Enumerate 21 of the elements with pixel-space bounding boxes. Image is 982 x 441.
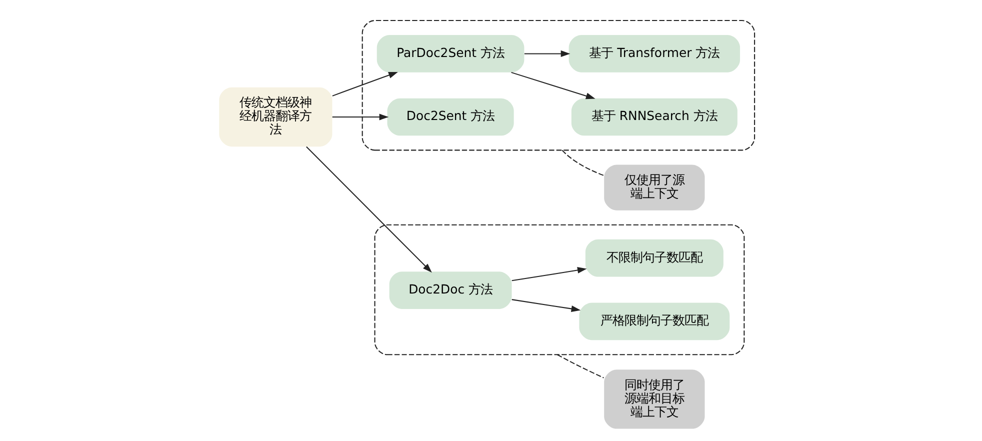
arrow bbox=[306, 146, 432, 273]
node-box: 基于 RNNSearch 方法 bbox=[571, 98, 738, 136]
node-box: ParDoc2Sent 方法 bbox=[376, 35, 524, 72]
arrow bbox=[512, 299, 581, 312]
connector bbox=[562, 150, 604, 176]
connector bbox=[556, 354, 604, 378]
cluster bbox=[374, 224, 745, 356]
arrow bbox=[332, 114, 389, 120]
node-box: 仅使用了源端上下文 bbox=[604, 164, 705, 210]
node-box: Doc2Doc 方法 bbox=[389, 272, 512, 309]
arrow bbox=[332, 72, 398, 96]
arrow bbox=[512, 266, 587, 282]
node-box: 基于 Transformer 方法 bbox=[568, 35, 740, 72]
node-box: Doc2Sent 方法 bbox=[387, 98, 514, 136]
arrow bbox=[511, 72, 596, 100]
node-box: 严格限制句子数匹配 bbox=[579, 302, 730, 340]
arrow bbox=[524, 50, 570, 57]
node-box: 同时使用了源端和目标端上下文 bbox=[604, 370, 705, 429]
cluster bbox=[362, 20, 756, 151]
node-box: 不限制句子数匹配 bbox=[585, 239, 724, 277]
node-box: 传统文档级神经机器翻译方法 bbox=[219, 87, 332, 147]
